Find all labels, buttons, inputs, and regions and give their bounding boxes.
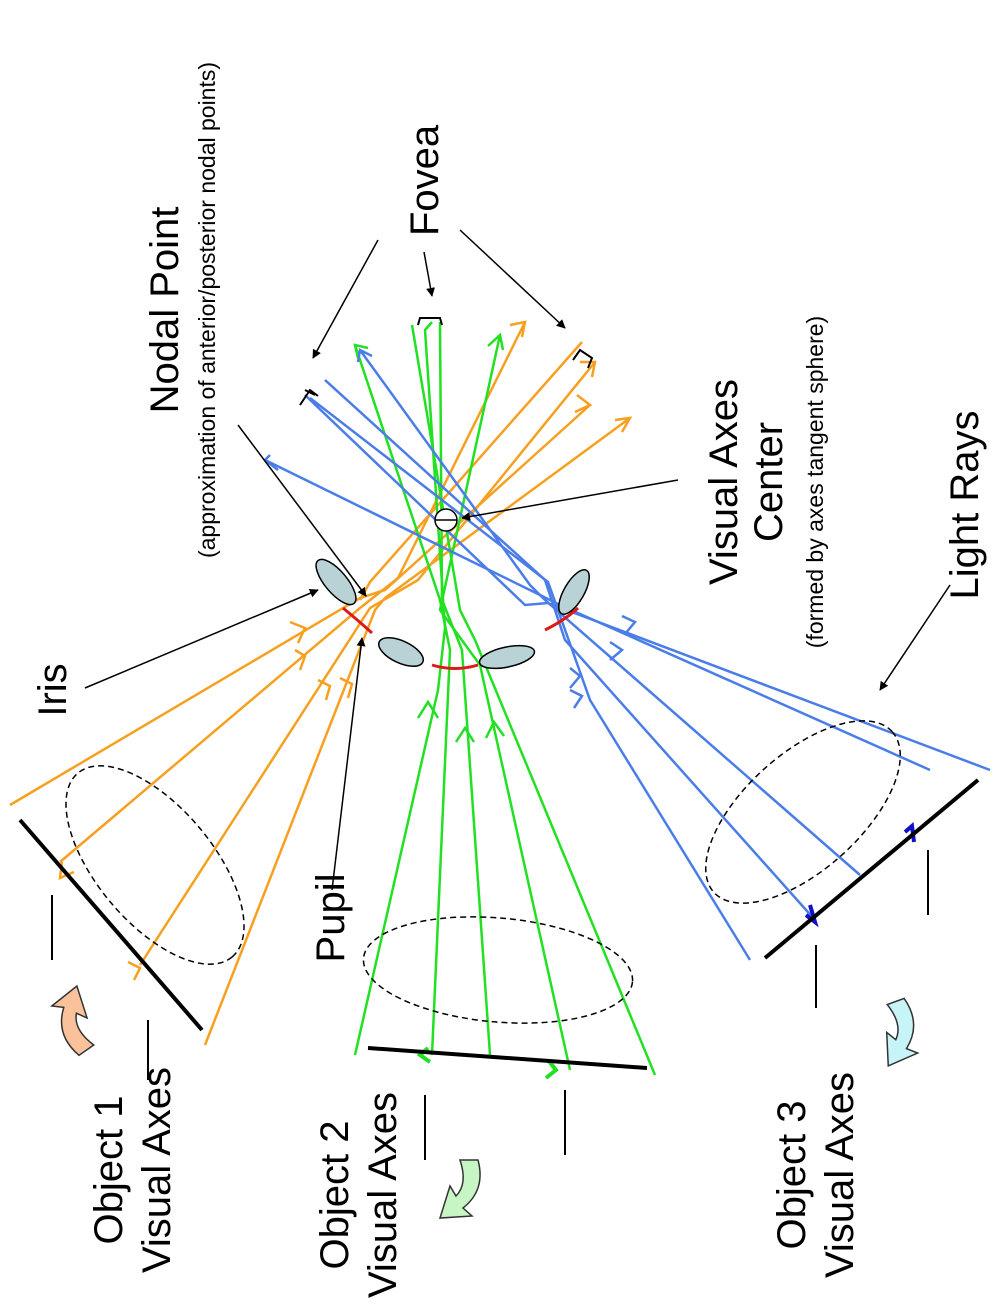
object1-label-line1: Object 1 [87,1096,131,1245]
fovea-label: Fovea [403,124,447,236]
fovea-pointer-right [459,229,566,329]
object2-ray-cone-ellipse [362,916,634,1024]
object2-rotation-arrow-icon [438,1159,481,1219]
object2-label-line1: Object 2 [313,1121,357,1270]
visual-axes-center-pointer [461,479,679,522]
object1-label-line2: Visual Axes [135,1067,179,1273]
object2-plane [367,1046,648,1070]
light-rays-label: Light Rays [943,411,987,600]
object3-rotation-arrow-icon [885,997,920,1068]
object1-rotation-arrow-icon [49,984,96,1057]
object1-plane [18,818,204,1032]
iris-segment [315,558,357,606]
fovea-pointer-left [312,239,379,359]
nodal-point-label: Nodal Point [143,207,187,414]
object3-plane [763,778,980,960]
visual-axes-center-label-line2: Center [747,422,791,542]
visual-axes-ticks [51,850,929,1160]
object3-ray-cone-ellipse [704,720,902,904]
pupil-edges [342,606,580,670]
leader-arrows [84,229,951,891]
pupil-edge [342,606,374,635]
iris-segment [478,644,536,670]
object2-light-rays [353,321,657,1076]
object3-label-line1: Object 3 [770,1101,814,1250]
eye-iris [315,558,590,670]
iris-segment [378,637,424,667]
object1-ray-cone-ellipse [65,765,245,965]
pupil-edge [544,606,580,632]
iris-label: Iris [31,663,75,716]
nodal-point-note: (approximation of anterior/posterior nod… [194,62,220,558]
object1-light-rays [9,321,631,1046]
fovea-brackets [299,317,594,406]
iris-segment [558,569,590,615]
object2-label-line2: Visual Axes [361,1092,405,1298]
nodal-point-pointer [237,424,367,597]
visual-axes-center-label-line1: Visual Axes [702,379,746,585]
pupil-pointer [331,637,366,891]
visual-axes-center-sphere [434,508,458,532]
pupil-label: Pupil [309,874,353,963]
object3-label-line2: Visual Axes [818,1072,862,1278]
object3-light-rays [264,349,991,961]
pupil-edge [431,663,479,670]
iris-pointer [84,588,319,689]
visual-axes-center-note: (formed by axes tangent sphere) [802,316,828,648]
light-rays-pointer [879,584,951,691]
fovea-pointer-center [423,251,435,297]
